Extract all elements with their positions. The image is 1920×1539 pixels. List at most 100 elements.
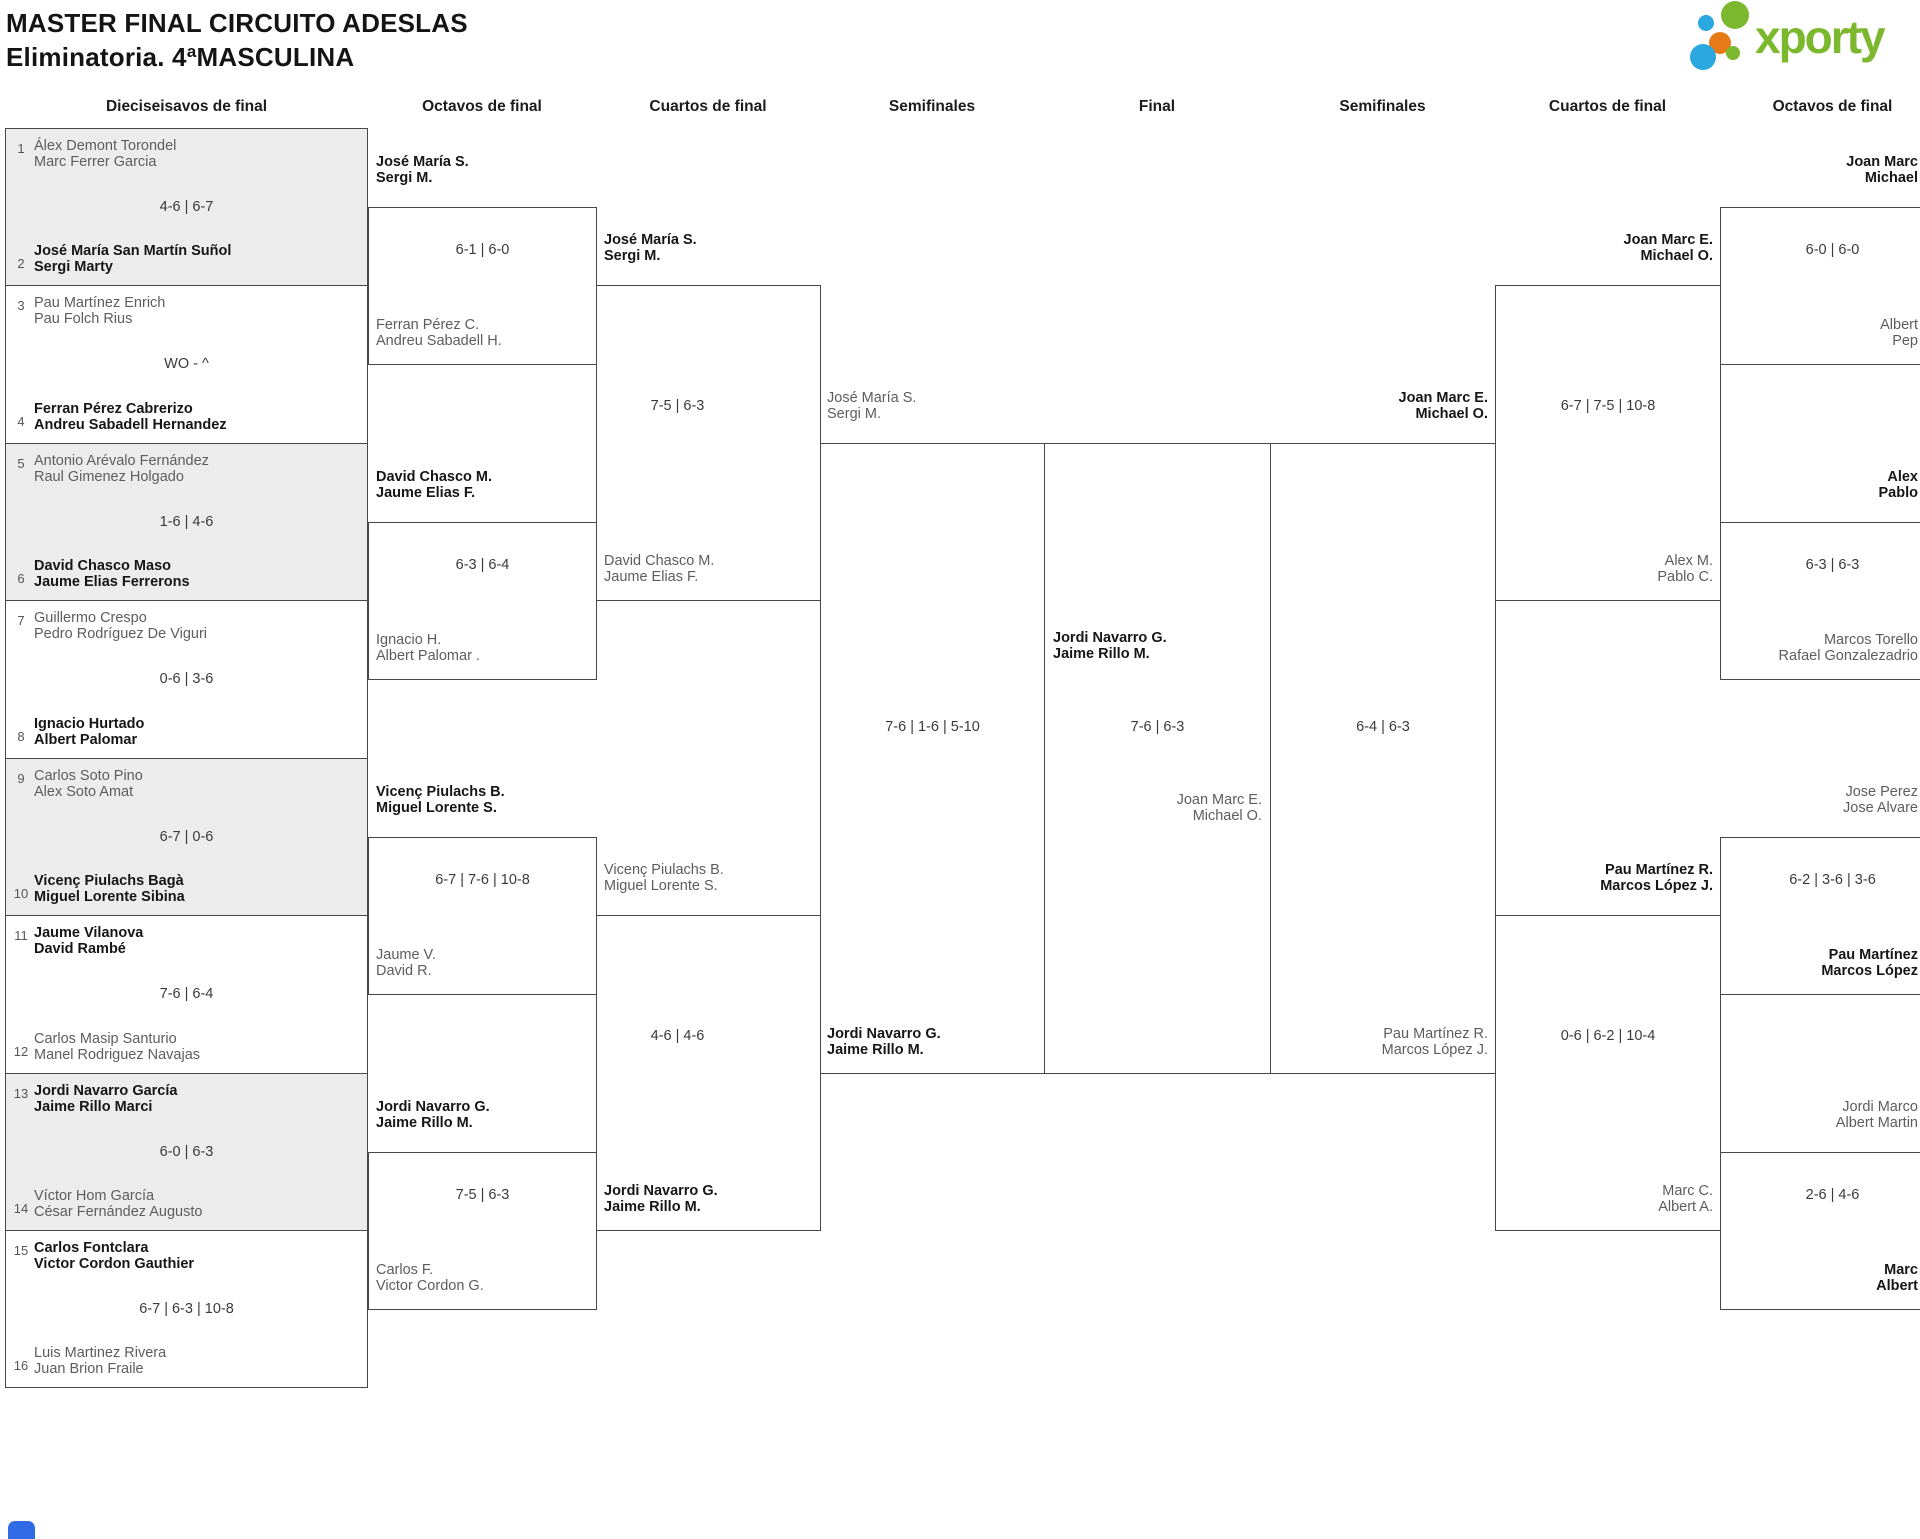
match-score: WO - ^ — [164, 356, 209, 372]
team-name-line: Luis Martinez Rivera — [34, 1345, 167, 1361]
team-name-line: José María S. — [604, 232, 697, 248]
match-score: 1-6 | 4-6 — [159, 514, 214, 530]
match-bottom-team: Alex M. Pablo C. — [1657, 553, 1713, 585]
seed-number: 4 — [17, 414, 25, 429]
match-box-octavos-left-2 — [368, 522, 597, 680]
team-pair: Jordi Navarro García Jaime Rillo Marci — [34, 1083, 177, 1115]
match-top-team: Alex Pablo — [1879, 469, 1918, 501]
r32-pair-11-12: 11 Jaume Vilanova David Rambé 7-6 | 6-4 … — [5, 915, 368, 1074]
team-name-line: Joan Marc E. — [1176, 792, 1262, 808]
match-top-team: Vicenç Piulachs B. Miguel Lorente S. — [376, 784, 505, 816]
team-name-line: Andreu Sabadell H. — [376, 333, 502, 349]
team-name-line: Rafael Gonzalezadrio — [1778, 648, 1918, 664]
team-name-line: Joan Marc E. — [1398, 390, 1488, 406]
team-name-line: Michael O. — [1192, 808, 1262, 824]
team-name-line: Juan Brion Fraile — [34, 1361, 144, 1377]
team-name-line: Jordi Navarro G. — [604, 1183, 718, 1199]
match-box-final — [1044, 443, 1271, 1074]
chat-widget-fragment[interactable] — [8, 1521, 35, 1539]
match-score: 6-7 | 7-6 | 10-8 — [435, 872, 530, 888]
seed-number: 14 — [13, 1201, 29, 1216]
team-name-line: Joan Marc E. — [1623, 232, 1713, 248]
match-box-semifinal-right — [1270, 443, 1496, 1074]
team-pair: Ignacio Hurtado Albert Palomar — [34, 716, 144, 748]
match-bottom-team: Marc Albert — [1876, 1262, 1918, 1294]
match-box-octavos-left-3 — [368, 837, 597, 995]
team-name-line: Jaume Elias F. — [376, 485, 476, 501]
logo-dot-blue-large-icon — [1690, 44, 1716, 70]
match-score: 2-6 | 4-6 — [1805, 1187, 1860, 1203]
team-name-line: Jose Alvare — [1843, 800, 1918, 816]
team-name-line: Jordi Marco — [1842, 1099, 1918, 1115]
match-score: 6-1 | 6-0 — [455, 242, 510, 258]
team-name-line: Marc C. — [1662, 1183, 1713, 1199]
team-name-line: Jaime Rillo M. — [604, 1199, 701, 1215]
match-score: 7-5 | 6-3 — [455, 1187, 510, 1203]
match-bottom-team: Pau Martínez Marcos López — [1821, 947, 1918, 979]
team-name-line: Jose Perez — [1845, 784, 1918, 800]
team-name-line: Jaime Rillo M. — [376, 1115, 473, 1131]
team-pair: Pau Martínez Enrich Pau Folch Rius — [34, 295, 165, 327]
match-bottom-team: Marc C. Albert A. — [1658, 1183, 1713, 1215]
team-name-line: Michael O. — [1640, 248, 1713, 264]
team-name-line: José María S. — [827, 390, 917, 406]
seed-number: 10 — [13, 886, 29, 901]
team-name-line: David Chasco M. — [376, 469, 493, 485]
match-box-cuartos-right-2 — [1495, 915, 1721, 1231]
team-name-line: Andreu Sabadell Hernandez — [34, 417, 227, 433]
logo-wordmark: xporty — [1755, 11, 1886, 63]
logo-dot-blue-small-icon — [1698, 15, 1714, 31]
match-score: 6-3 | 6-4 — [455, 557, 510, 573]
team-name-line: Miguel Lorente Sibina — [34, 889, 185, 905]
match-top-team: Joan Marc E. Michael O. — [1399, 390, 1488, 422]
match-top-team: José María S. Sergi M. — [376, 154, 469, 186]
logo-dot-green-large-icon — [1721, 1, 1749, 29]
team-name-line: Vicenç Piulachs Bagà — [34, 873, 184, 889]
team-name-line: Álex Demont Torondel — [34, 138, 177, 154]
team-name-line: Pau Folch Rius — [34, 311, 133, 327]
team-name-line: Marcos Torello — [1823, 632, 1918, 648]
team-name-line: Jaume V. — [376, 947, 436, 963]
team-name-line: Victor Cordon Gauthier — [34, 1256, 195, 1272]
team-name-line: Marc — [1884, 1262, 1918, 1278]
team-name-line: Jaime Rillo M. — [1053, 646, 1150, 662]
team-name-line: Pep — [1892, 333, 1918, 349]
round-header-octavos-left: Octavos de final — [422, 98, 542, 115]
round-header-semis-left: Semifinales — [888, 98, 976, 115]
match-bottom-team: Marcos Torello Rafael Gonzalezadrio — [1779, 632, 1918, 664]
team-name-line: Raul Gimenez Holgado — [34, 469, 184, 485]
r32-pair-5-6: 5 Antonio Arévalo Fernández Raul Gimenez… — [5, 443, 368, 601]
team-name-line: Albert — [1876, 1278, 1918, 1294]
match-top-team: Joan Marc Michael — [1846, 154, 1918, 186]
match-box-octavos-left-4 — [368, 1152, 597, 1310]
team-name-line: Joan Marc — [1846, 154, 1918, 170]
team-name-line: Jaume Vilanova — [34, 925, 144, 941]
team-name-line: César Fernández Augusto — [34, 1204, 203, 1220]
team-pair: Víctor Hom García César Fernández August… — [34, 1188, 202, 1220]
team-name-line: Sergi M. — [376, 170, 433, 186]
final-runnerup-team: Joan Marc E. Michael O. — [1177, 792, 1262, 824]
team-pair: José María San Martín Suñol Sergi Marty — [34, 243, 231, 275]
match-score: 6-7 | 0-6 — [159, 829, 214, 845]
seed-number: 15 — [13, 1243, 29, 1258]
seed-number: 3 — [17, 298, 25, 313]
match-score: 7-6 | 1-6 | 5-10 — [885, 719, 980, 735]
r32-pair-15-16: 15 Carlos Fontclara Victor Cordon Gauthi… — [5, 1230, 368, 1388]
match-bottom-team: David Chasco M. Jaume Elias F. — [604, 553, 714, 585]
match-box-octavos-right-1 — [1720, 207, 1920, 365]
team-name-line: Víctor Hom García — [34, 1188, 155, 1204]
seed-number: 1 — [17, 141, 25, 156]
match-box-octavos-right-4 — [1720, 1152, 1920, 1310]
team-name-line: Carlos Masip Santurio — [34, 1031, 177, 1047]
match-score: 6-4 | 6-3 — [1356, 719, 1410, 735]
team-pair: David Chasco Maso Jaume Elias Ferrerons — [34, 558, 190, 590]
match-box-octavos-right-2 — [1720, 522, 1920, 680]
team-name-line: David R. — [376, 963, 432, 979]
match-bottom-team: Albert Pep — [1880, 317, 1918, 349]
logo-dot-orange-icon — [1709, 32, 1731, 54]
match-score: 6-2 | 3-6 | 3-6 — [1789, 872, 1876, 888]
r32-pair-13-14: 13 Jordi Navarro García Jaime Rillo Marc… — [5, 1073, 368, 1231]
team-name-line: Pau Martínez R. — [1383, 1026, 1488, 1042]
team-name-line: David Rambé — [34, 941, 126, 957]
seed-number: 11 — [14, 928, 28, 943]
